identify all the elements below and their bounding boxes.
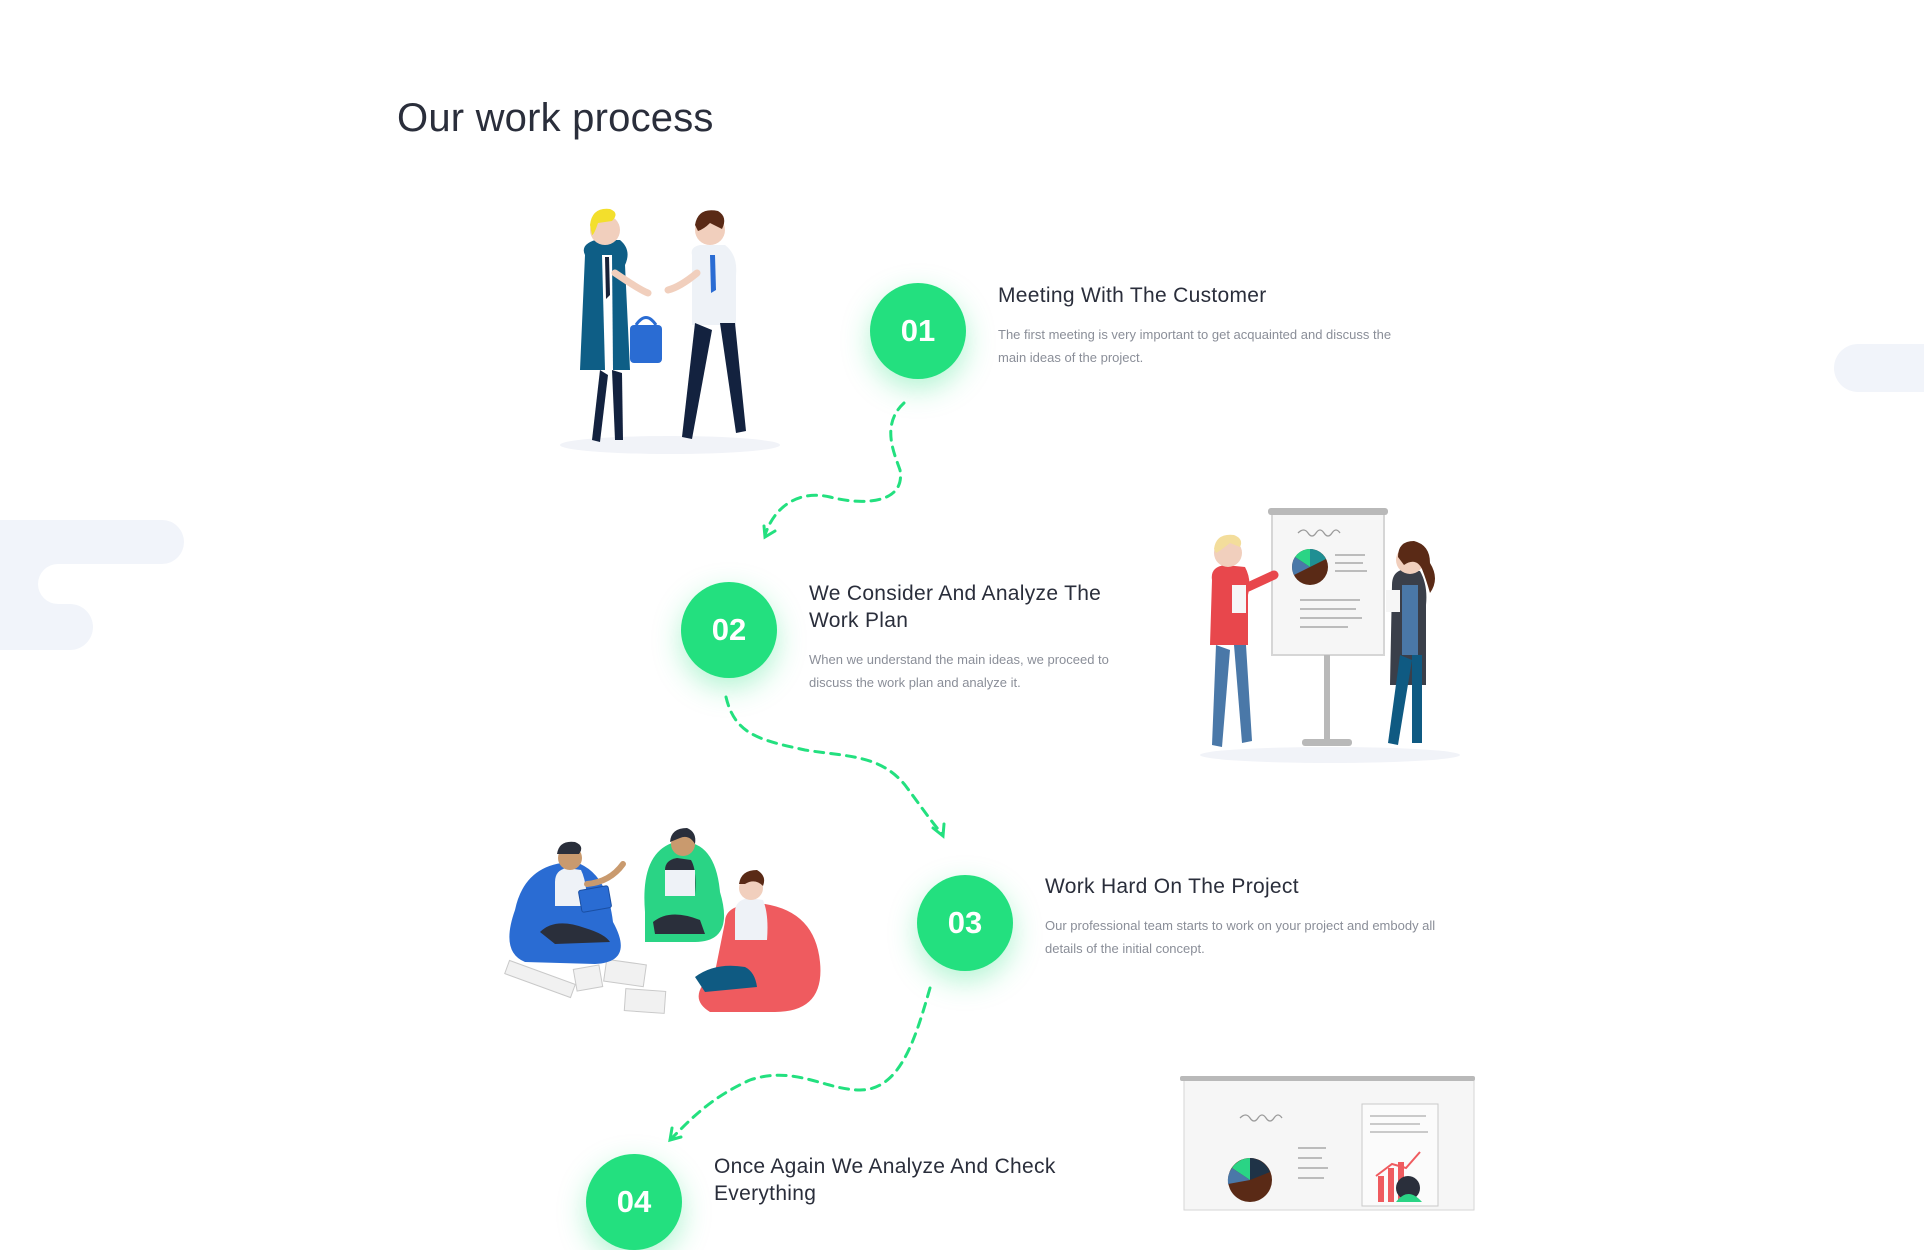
dashed-path-connector [668,401,946,1143]
step-3-text: Work Hard On The Project Our professiona… [1045,873,1465,960]
step-2-number-badge: 02 [681,582,777,678]
step-2-description: When we understand the main ideas, we pr… [809,652,1109,690]
step-3-number-badge: 03 [917,875,1013,971]
step-4-number-badge: 04 [586,1154,682,1250]
step-1-number-badge: 01 [870,283,966,379]
step-1-heading: Meeting With The Customer [998,284,1267,307]
team-working-illustration [504,828,821,1014]
step-2-heading: We Consider And Analyze The Work Plan [809,582,1102,632]
step-3-description: Our professional team starts to work on … [1045,918,1436,956]
section-title: Our work process [397,96,714,140]
analysis-board-illustration [1180,1076,1475,1211]
presentation-board-illustration [1200,508,1460,763]
step-4-heading: Once Again We Analyze And Check Everythi… [714,1155,1056,1205]
step-1-text: Meeting With The Customer The first meet… [998,282,1418,369]
step-1-description: The first meeting is very important to g… [998,327,1392,365]
right-cloud-blob [1834,344,1924,392]
work-process-page: Our work process 01 Meeting With The Cus… [0,96,1924,1250]
two-people-meeting-illustration [560,208,780,454]
left-cloud-blob [0,520,184,650]
step-3-heading: Work Hard On The Project [1045,875,1299,898]
step-2-text: We Consider And Analyze The Work Plan Wh… [809,580,1129,694]
step-4-text: Once Again We Analyze And Check Everythi… [714,1153,1074,1221]
